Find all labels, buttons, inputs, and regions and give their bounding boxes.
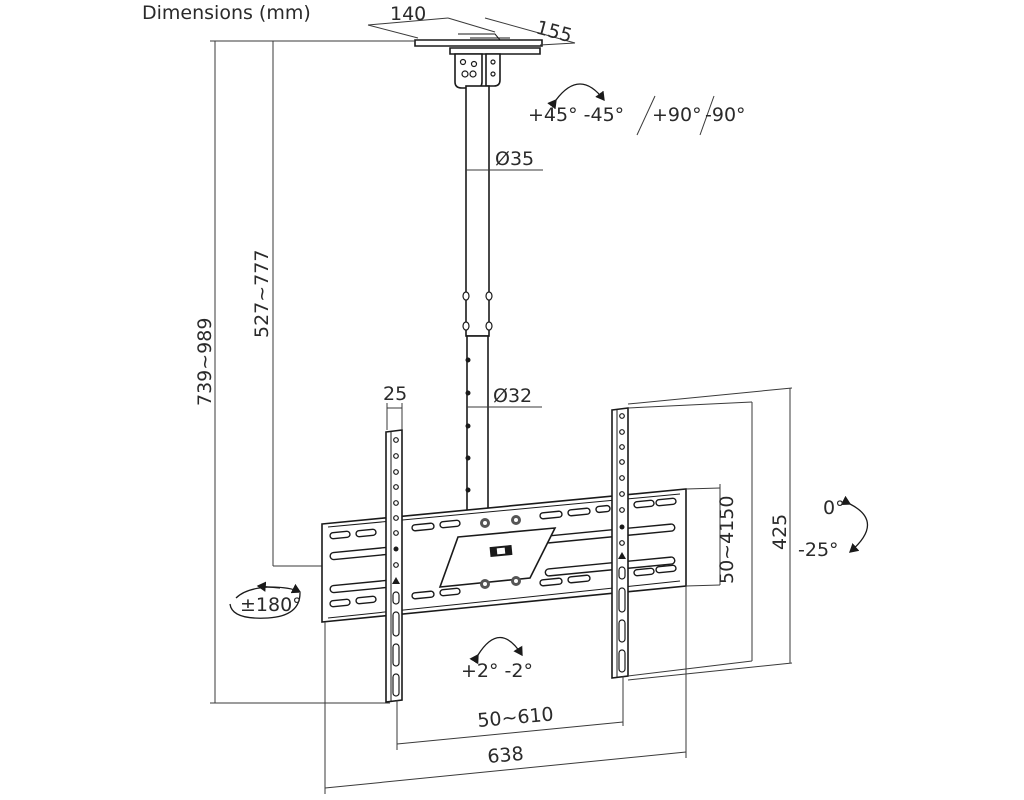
tilt-down-label: -25° <box>798 539 839 561</box>
dimension-arm-height: 425 <box>627 387 793 681</box>
dimension-pole-height: 527~777 <box>251 41 330 567</box>
lower-pole <box>465 335 489 513</box>
dimension-total-height: 739~989 <box>194 40 415 704</box>
dimension-vesa-horizontal: 50~610 <box>396 676 624 750</box>
leveling-indicator: +2° -2° <box>461 637 533 682</box>
tilt-indicator: 0° -25° <box>798 495 868 561</box>
dimension-label-25: 25 <box>383 383 407 405</box>
leveling-label: +2° -2° <box>461 660 533 682</box>
left-vesa-arm <box>385 429 403 703</box>
tilt-up-label: 0° <box>823 497 845 519</box>
dimension-label-pole-height: 527~777 <box>251 250 273 338</box>
swivel-indicator: +45° -45° <box>528 83 624 126</box>
tilt-minus-label: -90° <box>705 104 746 126</box>
tv-plate <box>321 488 687 623</box>
right-vesa-arm <box>611 407 629 679</box>
dimension-label-d35: Ø35 <box>495 148 534 170</box>
swivel-label: +45° -45° <box>528 104 624 126</box>
dimension-label-638: 638 <box>487 743 525 768</box>
dimension-upper-diameter: Ø35 <box>466 148 543 171</box>
dimension-lower-diameter: Ø32 <box>467 385 542 408</box>
dimension-label-140: 140 <box>390 3 426 25</box>
pole-rotation-indicator: ±180° <box>229 581 302 619</box>
plate-center-hub <box>438 527 557 588</box>
dimension-arm-width: 25 <box>383 383 407 430</box>
pole-rotation-label: ±180° <box>240 594 302 616</box>
dimension-label-d32: Ø32 <box>493 385 532 407</box>
ceiling-bracket <box>454 53 501 89</box>
dimension-vesa-vertical: 50~4150 <box>685 484 738 587</box>
dimension-label-vesa-vertical: 50~4150 <box>716 496 738 584</box>
ceiling-plate <box>414 33 543 55</box>
dimension-140: 140 <box>367 3 496 39</box>
dimension-label-425: 425 <box>769 514 791 550</box>
diagram-title: Dimensions (mm) <box>142 2 311 24</box>
dimension-label-total-height: 739~989 <box>194 318 216 406</box>
tilt-plus-label: +90° <box>652 104 702 126</box>
upper-pole <box>462 85 493 339</box>
ceiling-tilt-indicator: +90° -90° <box>636 95 746 136</box>
dimension-label-vesa-horizontal: 50~610 <box>477 703 555 732</box>
dimension-plate-width: 638 <box>324 586 687 794</box>
